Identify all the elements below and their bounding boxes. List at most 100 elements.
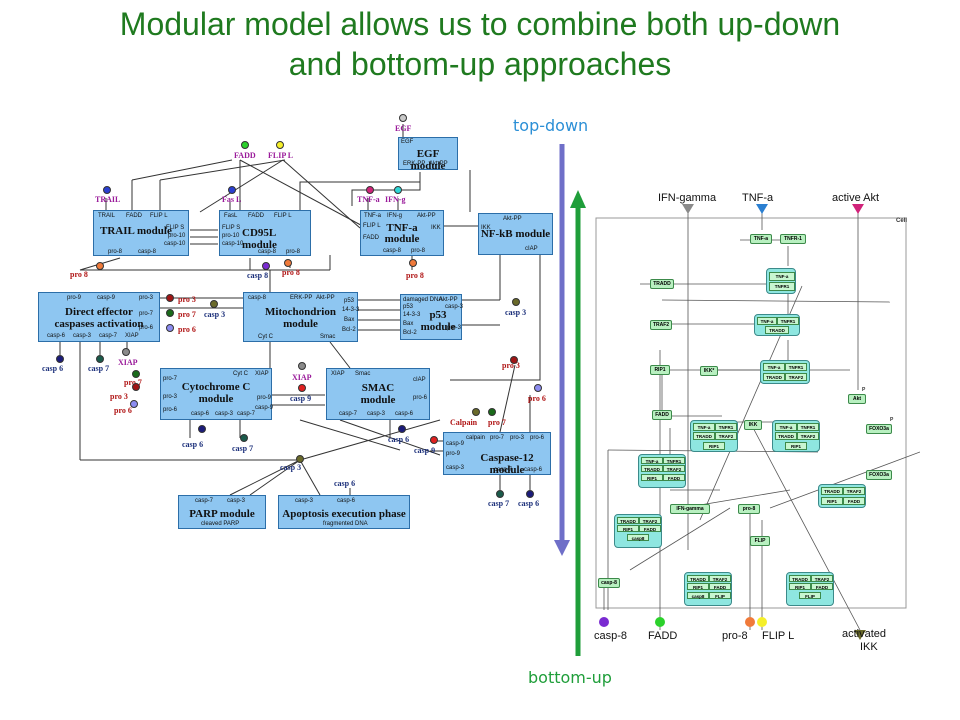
- casp9-a-dot: [298, 384, 306, 392]
- casp6-c-dot: [398, 425, 406, 433]
- complex1-member-1: TNF-a: [769, 272, 795, 281]
- bottom-up-label: bottom-up: [528, 668, 612, 687]
- casp7-b-label: casp 7: [232, 444, 254, 453]
- cell-label: Cell: [896, 218, 908, 224]
- parp-module[interactable]: casp-7 casp-3 PARP module cleaved PARP: [178, 495, 266, 529]
- ifn-gamma-input: IFN-gamma: [658, 192, 717, 204]
- casp12-title: Caspase-12 module: [480, 452, 534, 476]
- complex5-member-2: TNFR1: [797, 423, 819, 431]
- complex10-member-2: TRAF2: [811, 575, 833, 582]
- apop-port-casp3: casp-3: [295, 498, 314, 504]
- active-akt-input: active Akt: [832, 192, 880, 204]
- parp-port-cleaved: cleaved PARP: [201, 521, 240, 527]
- egf-module-title: EGF module: [410, 148, 446, 172]
- casp7-a-dot: [96, 355, 104, 363]
- apoptosis-execution-module[interactable]: casp-3 casp-6 Apoptosis execution phase …: [278, 495, 410, 529]
- casp7-c-label: casp 7: [488, 499, 510, 508]
- smac-port-pro6: pro-6: [413, 395, 428, 401]
- complex4-member-4: TRAF2: [715, 432, 737, 440]
- bottom-up-arrow: [570, 190, 586, 656]
- top-down-label: top-down: [513, 116, 589, 135]
- pro8-output: pro-8: [722, 630, 748, 642]
- title-line-1: Modular model allows us to combine both …: [119, 6, 841, 42]
- casp3-c-label: casp 3: [280, 463, 302, 472]
- pro3-a-dot: [166, 294, 174, 302]
- casp7-a-label: casp 7: [88, 364, 110, 373]
- trail-module[interactable]: TRAIL FADD FLIP L TRAIL module FLIP S pr…: [93, 210, 189, 256]
- casp12-port-casp3: casp-3: [446, 465, 465, 471]
- cd95l-port-casp8: casp-8: [258, 249, 277, 255]
- pro6-a-dot: [166, 324, 174, 332]
- tnfa-port-tnfa: TNF-a: [364, 213, 381, 219]
- complex8-member-4: FADD: [639, 525, 661, 532]
- smac-title-a: SMAC: [361, 382, 395, 394]
- caspase12-module[interactable]: calpain pro-7 pro-3 pro-6 casp-9 pro-9 C…: [443, 432, 551, 476]
- p53-module[interactable]: damaged DNA Akt-PP p53 14-3-3 p53 Bax mo…: [400, 294, 463, 340]
- complex2-member-2: TNFR1: [777, 317, 799, 325]
- pro3-b-label: pro 3: [110, 392, 128, 401]
- p53-port-1433: 14-3-3: [403, 312, 421, 318]
- tnfa-port-akt: Akt-PP: [417, 213, 436, 219]
- tnfr1-node: TNFR-1: [780, 234, 806, 244]
- complex5-member-1: TNF-a: [775, 423, 797, 431]
- xiap-a-dot: [122, 348, 130, 356]
- egf-module[interactable]: EGF EGF module ERK-PP Akt-PP: [398, 137, 458, 172]
- casp9-a-label: casp 9: [290, 394, 312, 403]
- tnfa-module[interactable]: TNF-a IFN-g Akt-PP FLIP L TNF-a IKK modu…: [360, 210, 444, 256]
- direct-effector-module[interactable]: pro-9 casp-9 pro-3 Direct effector pro-7…: [38, 292, 160, 342]
- complex1-member-2: TNFR1: [769, 282, 795, 291]
- trail-port-trail: TRAIL: [98, 213, 116, 219]
- ikk-star-node: IKK*: [700, 366, 718, 376]
- trail-port-flipl: FLIP L: [150, 213, 168, 219]
- complex7-member-3: RIP1: [821, 497, 843, 505]
- complex9-member-2: TRAF2: [709, 575, 731, 582]
- smac-module[interactable]: XIAP Smac cIAP SMAC module pro-6 casp-7 …: [326, 368, 430, 420]
- casp8-a-dot: [262, 262, 270, 270]
- complex-dis-casp8: TRADD TRAF2 RIP1 FADD casp8: [614, 514, 662, 548]
- complex5-member-3: TRADD: [775, 432, 797, 440]
- direct-port-casp3: casp-3: [73, 333, 92, 339]
- ikk-node: IKK: [744, 420, 762, 430]
- complex4-member-2: TNFR1: [715, 423, 737, 431]
- complex3-member-3: TRADD: [763, 373, 785, 381]
- pro8-a-label: pro 8: [70, 270, 88, 279]
- nfkb-module[interactable]: Akt-PP IKK NF-kB module cIAP: [478, 213, 553, 255]
- trail-port-pro10: pro-10: [168, 233, 186, 239]
- casp6-c-label: casp 6: [388, 435, 410, 444]
- complex-tradd-traf2-rip1-fadd: TRADD TRAF2 RIP1 FADD: [818, 484, 866, 508]
- tnfa-port-ifng: IFN-g: [387, 213, 402, 219]
- akt-node: Akt: [848, 394, 866, 404]
- cd95l-port-flipl: FLIP L: [274, 213, 292, 219]
- casp6-d-label: casp 6: [334, 479, 356, 488]
- mitochondrion-module[interactable]: casp-8 ERK-PP Akt-PP p53 Mitochondrion 1…: [243, 292, 359, 342]
- complex10-member-4: FADD: [811, 583, 833, 590]
- direct-port-casp7: casp-7: [99, 333, 118, 339]
- pro8-c-label: pro 8: [406, 271, 424, 280]
- cytc-port-pro6: pro-6: [163, 407, 178, 413]
- akt-phospho-label: P: [862, 387, 866, 393]
- complex5-member-4: TRAF2: [797, 432, 819, 440]
- casp3-c-dot: [296, 455, 304, 463]
- p53-title-b: module: [420, 321, 456, 333]
- direct-port-xiap: XIAP: [125, 333, 139, 339]
- cytc-port-xiap: XIAP: [255, 371, 269, 377]
- smac-title-b: module: [360, 394, 396, 406]
- direct-title-b: caspases activation: [54, 318, 144, 330]
- pro8-c-dot: [409, 259, 417, 267]
- complex7-member-2: TRAF2: [843, 487, 865, 495]
- casp7-c-dot: [496, 490, 504, 498]
- casp12-port-casp7: casp-7: [494, 467, 513, 473]
- cytc-port-pro3: pro-3: [163, 394, 178, 400]
- casp3-a-dot: [210, 300, 218, 308]
- cd95l-module[interactable]: FasL FADD FLIP L FLIP S CD95L module pro…: [219, 210, 311, 256]
- pro3-a-label: pro 3: [178, 295, 196, 304]
- direction-arrows: [554, 144, 586, 656]
- pro6-b-dot: [130, 400, 138, 408]
- cytochrome-c-module[interactable]: Cyt C XIAP pro-7 Cytochrome C pro-3 modu…: [160, 368, 273, 420]
- complex4-member-5: RIP1: [703, 442, 725, 450]
- tnfa-port-flipl: FLIP L: [363, 223, 381, 229]
- smac-port-xiap: XIAP: [331, 371, 345, 377]
- mito-port-casp8: casp-8: [248, 295, 267, 301]
- mito-port-p53: p53: [344, 298, 355, 304]
- pro7-c-label: pro 7: [488, 418, 506, 427]
